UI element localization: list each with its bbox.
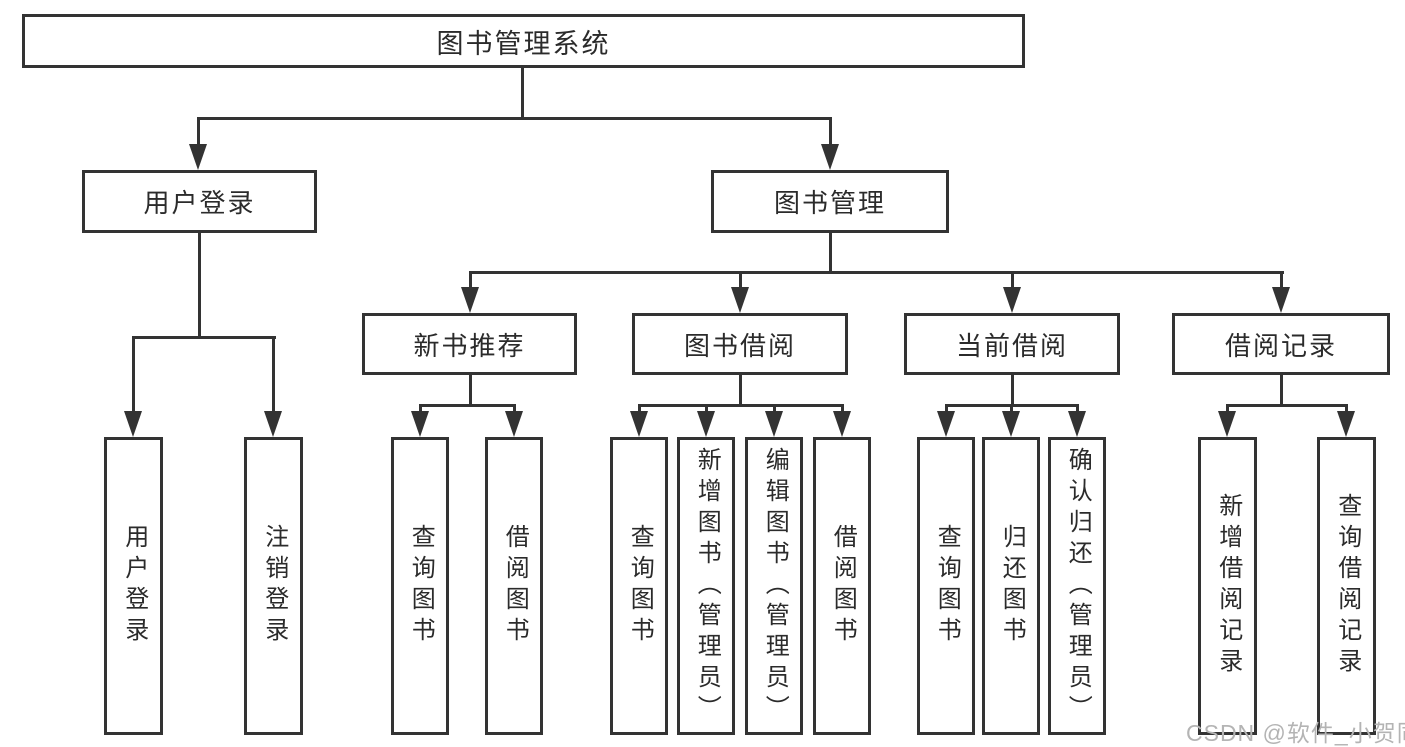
connector-login-subtree-stem [198, 233, 201, 337]
connector-root-stem [521, 68, 524, 118]
connector-current-stem [1011, 271, 1014, 289]
down-arrow-borrow-borrow [833, 411, 851, 437]
connector-recommend-down [469, 375, 472, 406]
node-leaf-confirm-return-admin: 确认归还（管理员） [1048, 437, 1106, 735]
connector-borrow-stem [739, 271, 742, 289]
down-arrow-recommend [461, 287, 479, 313]
node-leaf-add-books-admin: 新增图书（管理员） [677, 437, 735, 735]
down-arrow-book-management [821, 144, 839, 170]
connector-records-rail [1226, 404, 1348, 407]
node-leaf-borrow-borrow-books: 借阅图书 [813, 437, 871, 735]
connector-login-subtree-rail [132, 336, 276, 339]
connector-records-child1-stem [1226, 404, 1229, 413]
connector-borrow-child4-stem [841, 404, 844, 413]
down-arrow-leaf-logout [264, 411, 282, 437]
connector-book-management-stem [829, 117, 832, 147]
connector-current-child2-stem [1010, 404, 1013, 413]
down-arrow-records [1272, 287, 1290, 313]
connector-borrow-child1-stem [638, 404, 641, 413]
connector-recommend-child1-stem [419, 404, 422, 413]
node-user-login: 用户登录 [82, 170, 317, 233]
down-arrow-current [1003, 287, 1021, 313]
connector-borrow-child3-stem [773, 404, 776, 413]
down-arrow-borrow-edit [765, 411, 783, 437]
connector-borrow-rail [638, 404, 844, 407]
connector-records-child2-stem [1345, 404, 1348, 413]
csdn-watermark: CSDN @软件_小贺同学 [1186, 720, 1405, 746]
down-arrow-records-add [1218, 411, 1236, 437]
down-arrow-borrow-add [697, 411, 715, 437]
connector-recommend-child2-stem [513, 404, 516, 413]
connector-borrow-down [739, 375, 742, 406]
connector-records-down [1280, 375, 1283, 406]
connector-records-stem [1280, 271, 1283, 289]
node-current-borrow: 当前借阅 [904, 313, 1120, 375]
down-arrow-records-query [1337, 411, 1355, 437]
node-borrow-records: 借阅记录 [1172, 313, 1390, 375]
connector-leaf-logout-stem [272, 336, 275, 413]
connector-recommend-stem [469, 271, 472, 289]
node-leaf-recommend-query-books: 查询图书 [391, 437, 449, 735]
connector-current-down [1011, 375, 1014, 406]
down-arrow-user-login [189, 144, 207, 170]
node-leaf-return-books: 归还图书 [982, 437, 1040, 735]
down-arrow-recommend-borrow [505, 411, 523, 437]
down-arrow-recommend-query [411, 411, 429, 437]
down-arrow-current-return [1002, 411, 1020, 437]
connector-user-login-stem [197, 117, 200, 147]
connector-level3-rail [469, 271, 1284, 274]
node-leaf-logout-login: 注销登录 [244, 437, 303, 735]
down-arrow-current-query [937, 411, 955, 437]
connector-recommend-rail [419, 404, 516, 407]
node-leaf-borrow-query-books: 查询图书 [610, 437, 668, 735]
node-book-borrow: 图书借阅 [632, 313, 848, 375]
node-book-management: 图书管理 [711, 170, 949, 233]
node-leaf-recommend-borrow-books: 借阅图书 [485, 437, 543, 735]
node-leaf-user-login: 用户登录 [104, 437, 163, 735]
node-new-book-recommend: 新书推荐 [362, 313, 577, 375]
connector-management-subtree-stem [829, 233, 832, 272]
connector-current-child1-stem [945, 404, 948, 413]
down-arrow-leaf-user-login [124, 411, 142, 437]
connector-leaf-user-login-stem [132, 336, 135, 413]
node-leaf-add-borrow-record: 新增借阅记录 [1198, 437, 1257, 735]
node-leaf-edit-books-admin: 编辑图书（管理员） [745, 437, 803, 735]
connector-borrow-child2-stem [705, 404, 708, 413]
connector-current-child3-stem [1076, 404, 1079, 413]
node-leaf-query-borrow-record: 查询借阅记录 [1317, 437, 1376, 735]
down-arrow-borrow [731, 287, 749, 313]
down-arrow-current-confirm [1068, 411, 1086, 437]
node-library-management-system: 图书管理系统 [22, 14, 1025, 68]
connector-level2-rail [197, 117, 832, 120]
node-leaf-current-query-books: 查询图书 [917, 437, 975, 735]
down-arrow-borrow-query [630, 411, 648, 437]
